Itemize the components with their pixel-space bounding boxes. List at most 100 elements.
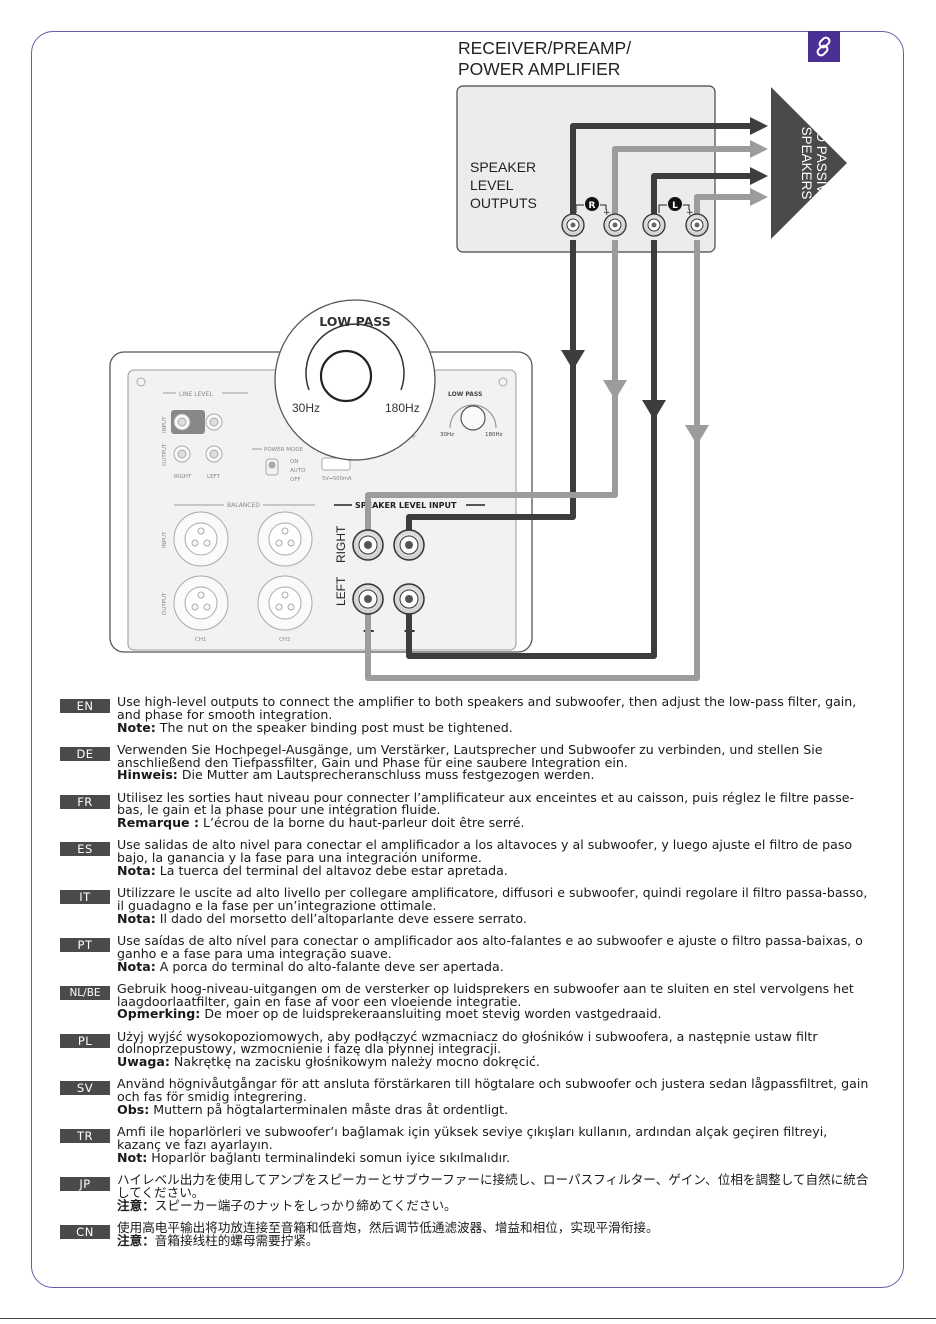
instruction-row: ES Use salidas de alto nivel para conecta… — [60, 839, 880, 887]
line-left-label: LEFT — [207, 474, 221, 480]
arrow-head — [750, 188, 768, 206]
language-badge: ES — [60, 842, 110, 857]
note-label: Nota: — [117, 862, 156, 878]
instruction-body: Użyj wyjść wysokopoziomowych, aby podłąc… — [117, 1028, 818, 1057]
svg-text:+: + — [686, 208, 694, 218]
instruction-text: Använd högnivåutgångar för att ansluta f… — [117, 1078, 872, 1116]
wiring-diagram: RECEIVER/PREAMP/ POWER AMPLIFIER SPEAKER… — [109, 38, 847, 681]
cable-r-minus-to-speaker — [570, 123, 752, 222]
balanced-input-label: INPUT — [162, 531, 168, 548]
line-input-label: INPUT — [162, 416, 168, 433]
line-level-jacks — [171, 410, 223, 463]
instruction-body: Use high-level outputs to connect the am… — [117, 694, 857, 722]
instruction-body: ハイレベル出力を使用してアンプをスピーカーとサブウーファーに接続し、ローパスフィ… — [117, 1171, 869, 1200]
svg-text:30Hz: 30Hz — [440, 432, 454, 438]
instruction-body: Utilizzare le uscite ad alto livello per… — [117, 885, 868, 913]
note-text: Muttern på högtalarterminalen måste dras… — [149, 1101, 509, 1117]
note-label: Not: — [117, 1149, 148, 1165]
speaker-level-input-posts — [352, 529, 425, 615]
instruction-text: Use saídas de alto nível para conectar o… — [117, 934, 872, 974]
instruction-text: Verwenden Sie Hochpegel-Ausgänge, um Ver… — [117, 741, 872, 783]
language-badge: JP — [60, 1176, 110, 1191]
instruction-text: Use salidas de alto nivel para conectar … — [117, 839, 872, 877]
note-label: Note: — [117, 719, 156, 735]
arrow-head — [642, 400, 666, 420]
link-badge[interactable] — [808, 31, 840, 62]
cable-l-plus-to-sub — [365, 240, 700, 681]
language-badge: PL — [60, 1033, 110, 1048]
note-text: 音箱接线柱的螺母需要拧紧。 — [154, 1232, 319, 1248]
low-pass-knob — [319, 349, 373, 403]
language-badge: PT — [60, 937, 110, 952]
header-title-line2: POWER AMPLIFIER — [458, 59, 620, 79]
speaker-input-right-label: RIGHT — [334, 525, 348, 563]
to-passive-speakers-label: TO PASSIVE SPEAKERS — [799, 123, 829, 202]
power-auto-label: AUTO — [290, 468, 306, 474]
note-label: Nota: — [117, 910, 156, 926]
arrow-head — [603, 380, 627, 400]
cable-r-plus-to-speaker — [612, 146, 752, 222]
svg-text:L: L — [672, 201, 678, 211]
instruction-body: Amfi ile hoparlörleri ve subwoofer’ı bağ… — [117, 1124, 828, 1152]
link-icon — [816, 36, 831, 57]
instruction-text: Utilisez les sorties haut niveau pour co… — [117, 789, 872, 831]
cable-l-minus-to-sub — [406, 240, 657, 659]
instruction-text: Użyj wyjść wysokopoziomowych, aby podłąc… — [117, 1028, 872, 1070]
power-off-label: OFF — [290, 477, 301, 483]
svg-text:180Hz: 180Hz — [485, 432, 503, 438]
instruction-body: Utilisez les sorties haut niveau pour co… — [117, 789, 855, 818]
instruction-body: Gebruik hoog-niveau-uitgangen om de vers… — [117, 980, 854, 1009]
receiver-binding-posts — [561, 213, 709, 237]
language-badge: IT — [60, 890, 110, 905]
note-text: De moer op de luidsprekeraansluiting moe… — [200, 1006, 662, 1022]
receiver-label-line1: SPEAKER — [470, 159, 536, 175]
balanced-label: BALANCED — [227, 502, 260, 509]
cable-r-plus-to-sub — [365, 240, 618, 530]
note-label: Hinweis: — [117, 767, 178, 783]
note-label: Obs: — [117, 1101, 150, 1117]
note-label: Uwaga: — [117, 1054, 170, 1070]
xlr-connectors — [173, 511, 313, 631]
instruction-text: Utilizzare le uscite ad alto livello per… — [117, 885, 872, 926]
line-right-label: RIGHT — [174, 474, 192, 480]
note-label: Nota: — [117, 958, 156, 974]
instruction-text: ハイレベル出力を使用してアンプをスピーカーとサブウーファーに接続し、ローパスフィ… — [117, 1171, 872, 1213]
receiver-label-line2: LEVEL — [470, 177, 514, 193]
language-badge: NL/BE — [60, 985, 110, 1000]
note-text: スピーカー端子のナットをしっかり締めてください。 — [154, 1197, 457, 1213]
arrow-head — [750, 117, 768, 135]
to-passive-speakers-arrow — [771, 87, 847, 239]
instruction-row: PL Użyj wyjść wysokopoziomowych, aby podł… — [60, 1028, 880, 1079]
instruction-body: Verwenden Sie Hochpegel-Ausgänge, um Ver… — [117, 741, 823, 770]
instruction-text: Use high-level outputs to connect the am… — [117, 694, 872, 735]
language-badge: FR — [60, 794, 110, 809]
zoom-min-label: 30Hz — [292, 401, 320, 415]
power-mode-switch — [265, 458, 279, 476]
note-label: Remarque : — [117, 815, 200, 831]
note-text: Nakrętkę na zacisku głośnikowym należy m… — [169, 1054, 540, 1070]
panel-low-pass-knob: LOW PASS 30Hz 180Hz — [440, 391, 503, 438]
instruction-text: Amfi ile hoparlörleri ve subwoofer’ı bağ… — [117, 1124, 872, 1165]
instruction-body: Använd högnivåutgångar för att ansluta f… — [117, 1076, 869, 1105]
svg-text:LOW PASS: LOW PASS — [448, 391, 482, 398]
svg-text:R: R — [589, 201, 596, 211]
note-text: Die Mutter am Lautsprecheranschluss muss… — [177, 767, 595, 783]
bottom-rule — [0, 1318, 936, 1319]
note-label: Opmerking: — [117, 1006, 201, 1022]
balanced-output-label: OUTPUT — [162, 592, 168, 615]
arrow-head — [750, 140, 768, 158]
panel-plus-mark: + — [409, 431, 417, 442]
panel-screw — [136, 377, 146, 387]
speaker-input-left-label: LEFT — [334, 576, 348, 606]
arrow-head — [750, 167, 768, 185]
note-label: 注意： — [117, 1197, 155, 1213]
instruction-row: NL/BE Gebruik hoog-niveau-uitgangen om de… — [60, 980, 880, 1031]
language-badge: CN — [60, 1224, 110, 1239]
instruction-text: Gebruik hoog-niveau-uitgangen om de vers… — [117, 980, 872, 1022]
note-text: The nut on the speaker binding post must… — [155, 719, 513, 735]
